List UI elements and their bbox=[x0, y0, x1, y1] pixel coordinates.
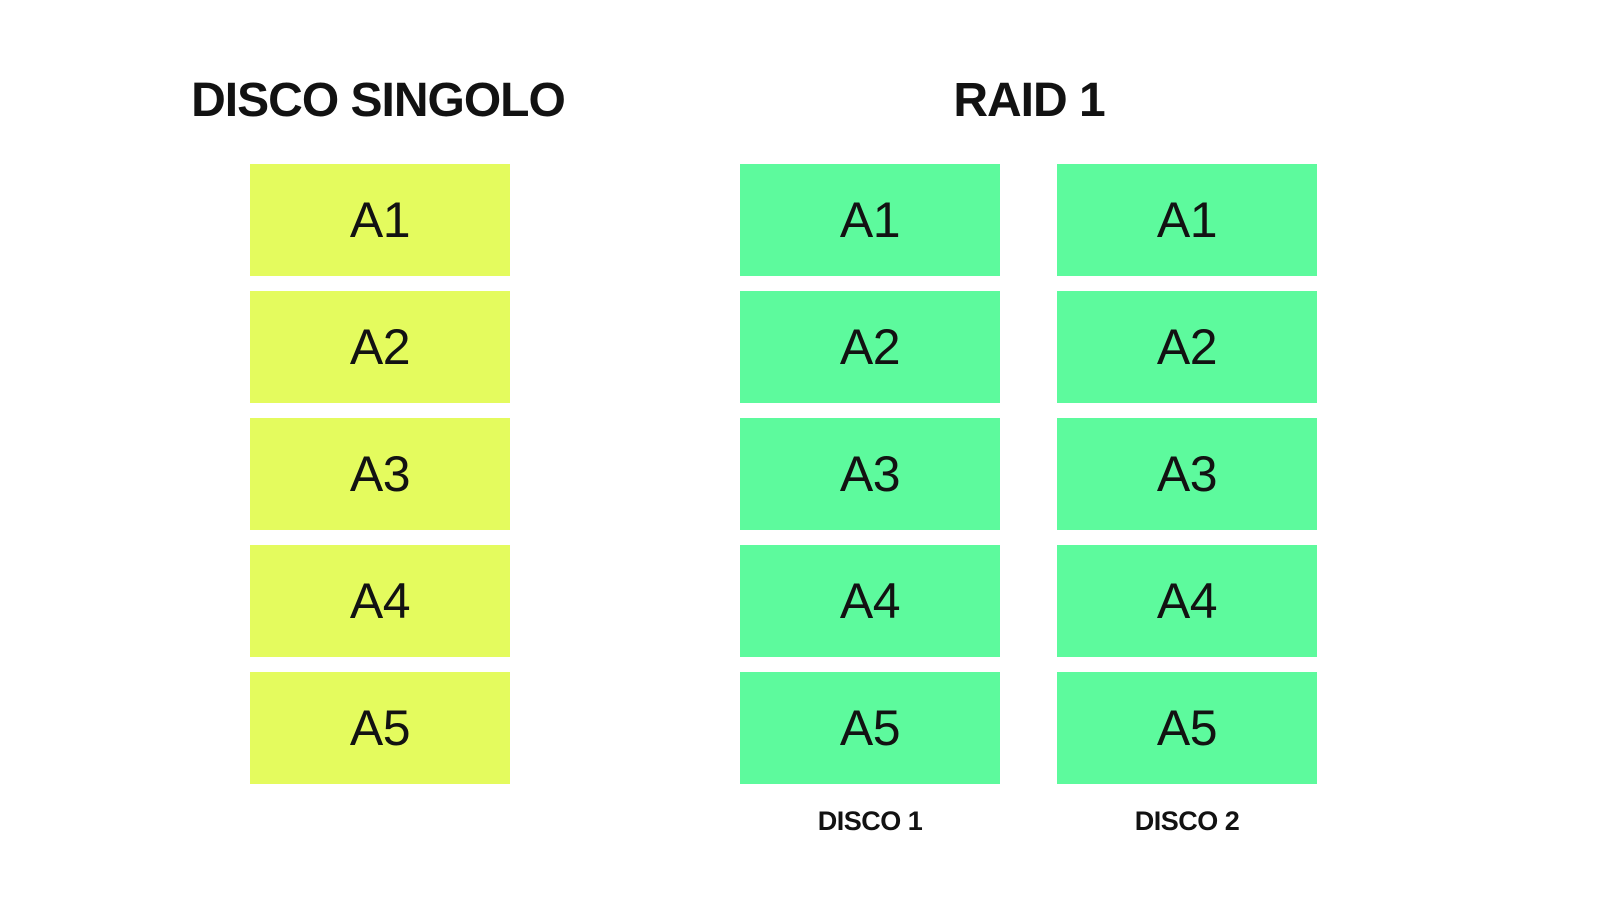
disk2-block-a4: A4 bbox=[1057, 545, 1317, 657]
disk1-label: DISCO 1 bbox=[817, 806, 923, 836]
single-disk-title: DISCO SINGOLO bbox=[191, 74, 566, 127]
raid1-disk2-column: A1 A2 A3 A4 A5 bbox=[1057, 164, 1317, 784]
disk2-block-a2: A2 bbox=[1057, 291, 1317, 403]
raid1-title: RAID 1 bbox=[953, 74, 1105, 127]
disk2-block-a1: A1 bbox=[1057, 164, 1317, 276]
single-disk-column: A1 A2 A3 A4 A5 bbox=[250, 164, 510, 784]
disk2-block-a5: A5 bbox=[1057, 672, 1317, 784]
single-disk-block-a1: A1 bbox=[250, 164, 510, 276]
disk1-block-a1: A1 bbox=[740, 164, 1000, 276]
raid1-disk1-column: A1 A2 A3 A4 A5 bbox=[740, 164, 1000, 784]
single-disk-block-a2: A2 bbox=[250, 291, 510, 403]
single-disk-block-a4: A4 bbox=[250, 545, 510, 657]
disk1-block-a4: A4 bbox=[740, 545, 1000, 657]
disk1-block-a3: A3 bbox=[740, 418, 1000, 530]
single-disk-block-a5: A5 bbox=[250, 672, 510, 784]
disk1-block-a2: A2 bbox=[740, 291, 1000, 403]
single-disk-block-a3: A3 bbox=[250, 418, 510, 530]
disk1-block-a5: A5 bbox=[740, 672, 1000, 784]
disk2-label: DISCO 2 bbox=[1134, 806, 1240, 836]
disk2-block-a3: A3 bbox=[1057, 418, 1317, 530]
